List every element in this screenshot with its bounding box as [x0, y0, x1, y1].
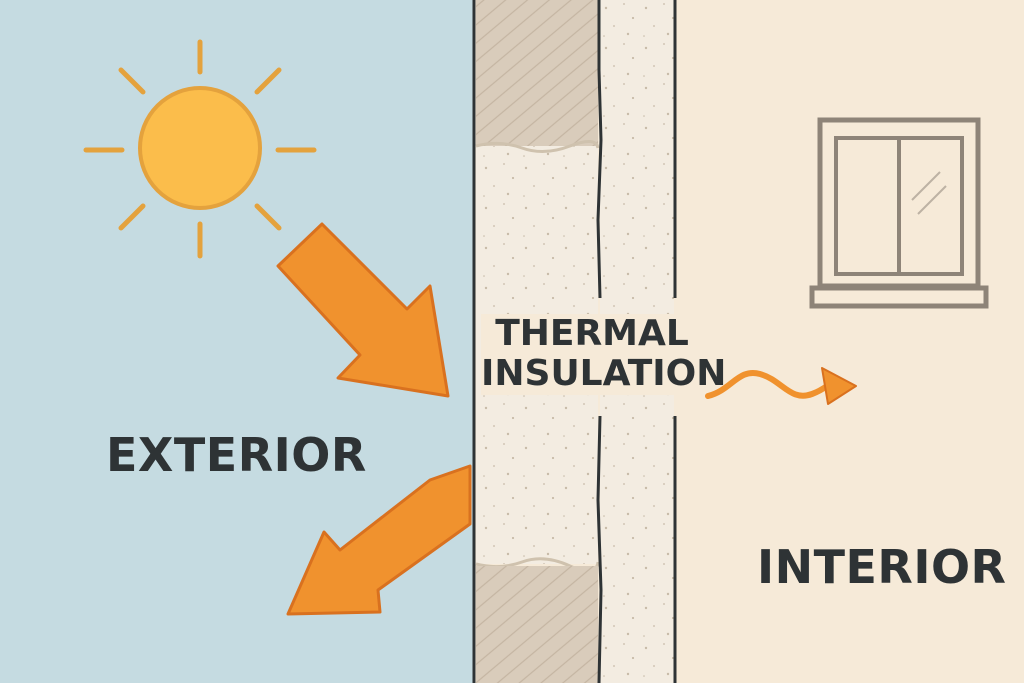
thermal-insulation-label: THERMAL INSULATION: [481, 313, 727, 395]
wall-line-middle-upper: [596, 0, 603, 299]
exterior-label: EXTERIOR: [106, 428, 367, 482]
window-icon: [809, 117, 989, 309]
brick-layer-top: [476, 0, 598, 146]
insulation-label-line1: THERMAL: [495, 313, 689, 354]
insulation-top-edge: [475, 140, 600, 153]
wall-line-middle-lower: [596, 415, 603, 683]
interior-label: INTERIOR: [757, 540, 1007, 594]
sun-icon: [83, 39, 317, 259]
wavy-heat-arrow: [705, 367, 857, 405]
insulation-label-line2: INSULATION: [481, 353, 727, 395]
incoming-heat-arrow: [276, 222, 450, 398]
brick-layer-bottom: [476, 566, 598, 683]
reflected-heat-arrow: [286, 464, 472, 616]
